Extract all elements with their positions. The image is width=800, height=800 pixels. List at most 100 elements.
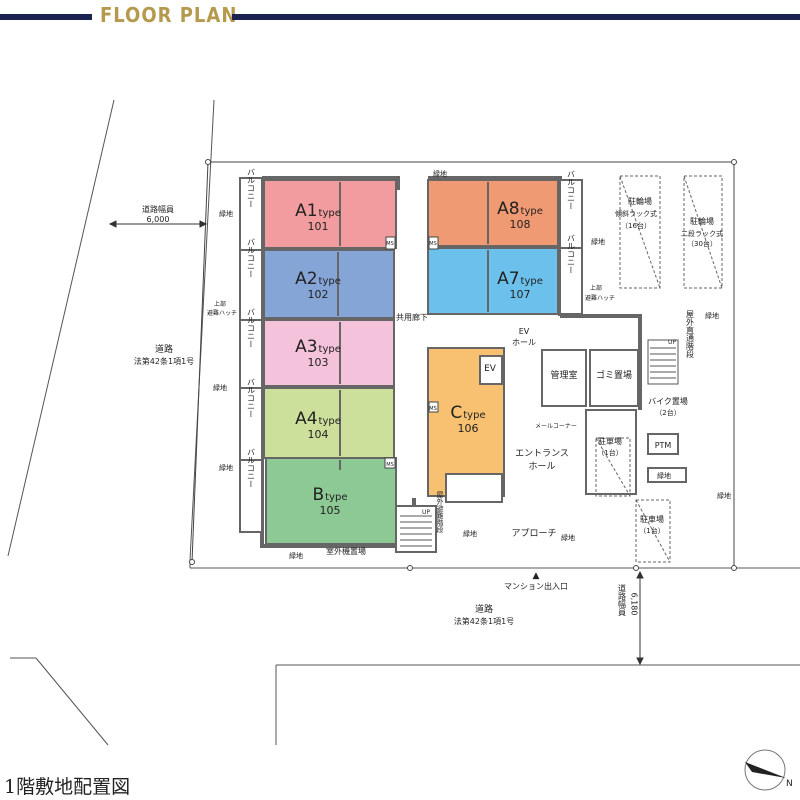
unit-a3 (263, 319, 395, 387)
ms-label-4: MS (429, 406, 437, 412)
dashed-areas (595, 175, 723, 563)
greenery-right-4: 緑地 (657, 471, 671, 480)
greenery-right-1: 緑地 (591, 237, 605, 246)
unit-number-107: 107 (510, 288, 531, 301)
management-label: 管理室 (550, 369, 577, 381)
balcony-left-1: バルコニー (247, 168, 256, 208)
upper-hatch-right-2: 避難ハッチ (585, 294, 615, 302)
road-lines (7, 99, 800, 746)
unit-type-suffix: type (325, 492, 347, 503)
unit-type-suffix: type (319, 344, 341, 355)
unit-a8 (427, 179, 559, 247)
parking-b-count: （1台） (639, 526, 664, 535)
approach-label: アプローチ (511, 528, 556, 539)
unit-type-suffix: type (463, 410, 485, 421)
outdoor-units: 室外機置場 (326, 546, 366, 556)
greenery-top: 緑地 (433, 169, 447, 178)
unit-type-suffix: type (319, 208, 341, 219)
mail-corner-label: メールコーナー (535, 423, 577, 430)
ms-boxes (384, 236, 439, 469)
upper-hatch-2: 避難ハッチ (207, 309, 237, 317)
road-width-left-value: 6,000 (147, 215, 170, 224)
ev-hall-2: ホール (512, 338, 536, 347)
up-label-2: UP (422, 509, 430, 516)
site-boundary (189, 159, 737, 571)
entrance-2: ホール (528, 461, 555, 472)
unit-number-102: 102 (308, 288, 329, 301)
road-bottom: 道路 (475, 603, 493, 615)
site-labels: 道路幅員6,000道路法第42条1項1号緑地緑地緑地緑地緑地緑地緑地緑地緑地緑地… (134, 168, 731, 626)
ms-label-2: MS (429, 241, 437, 247)
balcony-right-2: バルコニー (567, 234, 576, 274)
unit-number-106: 106 (458, 422, 479, 435)
bike-parking-count: （2台） (655, 408, 680, 417)
greenery-left-1: 緑地 (219, 209, 233, 218)
parking-b: 駐車場 (640, 514, 664, 524)
unit-b (265, 457, 397, 545)
unit-a4 (263, 387, 395, 459)
garbage-label: ゴミ置場 (596, 369, 632, 381)
svg-text:N: N (786, 779, 793, 789)
up-label-1: UP (668, 339, 676, 346)
balcony-left-5: バルコニー (247, 448, 256, 488)
unit-type-suffix: type (521, 276, 543, 287)
mansion-entrance: マンション出入口 (504, 581, 568, 591)
dimension-lines (108, 220, 644, 666)
floor-plan-header: FLOOR PLAN (0, 0, 800, 34)
balcony-right-1: バルコニー (567, 170, 576, 210)
stairs (400, 339, 679, 547)
bicycle-2-count: （30台） (687, 239, 717, 248)
upper-hatch-1: 上部 (214, 300, 226, 308)
header-bar-right (232, 14, 800, 20)
bicycle-1-type: 傾斜ラック式 (615, 209, 657, 218)
entrance-arrow: ▲ (533, 571, 540, 581)
units (263, 179, 559, 545)
unit-a1 (263, 179, 397, 249)
road-left-label: 道路 (155, 343, 173, 355)
unit-number-108: 108 (510, 218, 531, 231)
unit-number-105: 105 (320, 504, 341, 517)
unit-type-suffix: type (521, 206, 543, 217)
balcony-left-2: バルコニー (247, 238, 256, 278)
bicycle-1: 駐輪場 (628, 196, 652, 206)
unit-number-103: 103 (308, 356, 329, 369)
evac-stairs-label: 屋外避難階段 (436, 491, 444, 534)
road-width-left-label: 道路幅員 (142, 204, 174, 214)
road-left-law: 法第42条1項1号 (134, 356, 194, 366)
north-compass-icon: N (744, 749, 793, 791)
outdoor-stairs-label: 屋外直通階段 (686, 310, 695, 359)
bicycle-1-count: （16台） (621, 221, 651, 230)
entrance-1: エントランス (515, 448, 569, 459)
unit-type-suffix: type (319, 276, 341, 287)
balcony-left-3: バルコニー (247, 308, 256, 348)
upper-hatch-right-1: 上部 (590, 284, 602, 292)
corridor-label: 共用廊下 (396, 312, 428, 322)
balcony-strips-left (239, 177, 263, 533)
parking-a-count: （1台） (597, 448, 622, 457)
greenery-bottom: 緑地 (289, 551, 303, 560)
unit-a2 (263, 249, 395, 319)
unit-number-104: 104 (308, 428, 329, 441)
bike-parking: バイク置場 (648, 396, 688, 406)
parking-a: 駐車場 (598, 436, 622, 446)
balcony-left-4: バルコニー (247, 378, 256, 418)
ms-label-3: MS (386, 462, 394, 468)
road-width-bottom-value: 6,180 (630, 593, 639, 616)
bicycle-2-type: 二段ラック式 (681, 229, 723, 238)
bicycle-2: 駐輪場 (690, 216, 714, 226)
ev-hall-1: EV (519, 327, 530, 336)
unit-number-101: 101 (308, 220, 329, 233)
road-width-bottom-label: 道路幅員 (618, 583, 627, 617)
road-bottom-law: 法第42条1項1号 (454, 616, 514, 626)
header-bar-left (0, 14, 92, 20)
header-title: FLOOR PLAN (100, 3, 238, 27)
unit-type-suffix: type (319, 416, 341, 427)
core-rooms (395, 349, 687, 553)
ptm-label: PTM (655, 441, 672, 450)
partitions (337, 182, 489, 470)
balcony-strips-right (559, 179, 583, 315)
plan-caption: 1階敷地配置図 (4, 776, 131, 798)
greenery-right-3: 緑地 (717, 491, 731, 500)
ev-label: EV (484, 364, 497, 374)
